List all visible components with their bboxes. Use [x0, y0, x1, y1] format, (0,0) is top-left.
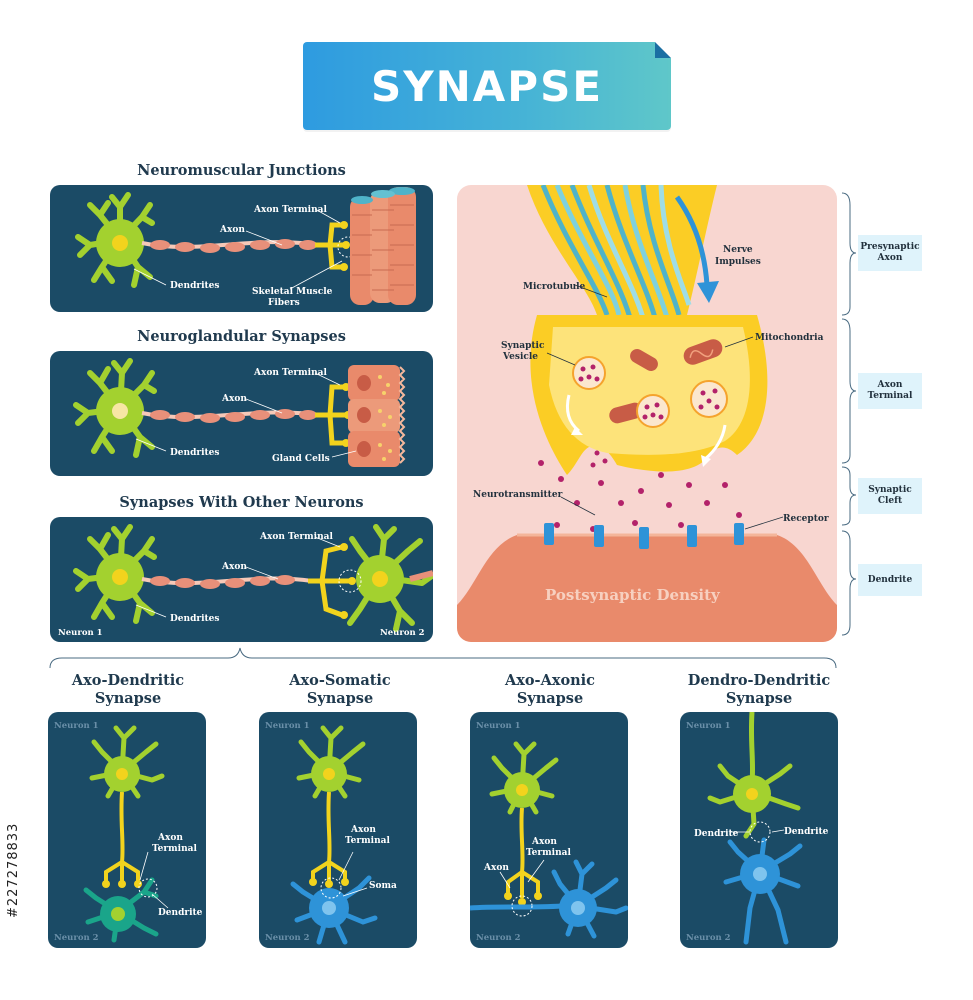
label-neuron-2: Neuron 2	[686, 933, 731, 943]
axon-icon	[141, 409, 321, 423]
label-terminal: Terminal	[152, 844, 197, 854]
axon-terminal-icon	[308, 543, 362, 619]
neuron-2-icon	[723, 837, 803, 945]
mitochondria-icon	[609, 339, 723, 424]
neuron-2-icon	[290, 875, 378, 945]
stock-id: #227278833	[6, 822, 21, 918]
label-impulses: Impulses	[715, 257, 761, 267]
neuron-1-icon	[73, 358, 157, 458]
tag-dendrite: Dendrite	[858, 564, 922, 596]
label-neurotransmitter: Neurotransmitter	[473, 490, 563, 500]
label-synaptic: Synaptic	[501, 341, 545, 351]
label-axon-terminal: Axon Terminal	[259, 532, 333, 542]
axo-axonic-panel: Axon Terminal Axon Neuron 1 Neuron 2	[470, 712, 628, 948]
label-axon: Axon	[221, 562, 247, 572]
label-mitochondria: Mitochondria	[755, 333, 824, 343]
label-neuron-1: Neuron 1	[54, 721, 99, 731]
synapse-detail-panel: Nerve Impulses Microtubule Mitochondria …	[457, 185, 837, 642]
neuron-2-icon	[470, 859, 628, 939]
label-dendrite-2: Dendrite	[784, 827, 829, 837]
title-banner: SYNAPSE	[303, 42, 671, 130]
label-axon-terminal: Axon Terminal	[253, 205, 327, 215]
neuroglandular-panel: Axon Terminal Axon Dendrites Gland Cells	[50, 351, 433, 476]
label-dendrite-1: Dendrite	[694, 829, 739, 839]
nerve-impulse-arrow-icon	[674, 195, 719, 303]
label-skeletal-muscle: Skeletal Muscle	[252, 287, 333, 297]
label-axon-2: Axon	[483, 863, 509, 873]
muscle-fibers-icon	[350, 187, 416, 305]
label-neuron-1: Neuron 1	[476, 721, 521, 731]
label-receptor: Receptor	[783, 514, 829, 524]
axon-terminal-icon	[315, 383, 352, 447]
axo-somatic-panel: Axon Terminal Soma Neuron 1 Neuron 2	[259, 712, 417, 948]
banner-fold	[655, 42, 671, 58]
label-fibers: Fibers	[268, 298, 300, 308]
label-neuron-1: Neuron 1	[265, 721, 310, 731]
neuron-1-icon	[75, 192, 155, 288]
neuron-1-icon	[707, 712, 801, 839]
neuron-1-icon	[296, 725, 366, 888]
presynaptic-axon-icon	[527, 185, 717, 326]
neuron-1-icon	[73, 524, 157, 624]
label-postsynaptic-density: Postsynaptic Density	[545, 586, 721, 604]
neuromuscular-title: Neuromuscular Junctions	[137, 162, 346, 179]
axon-icon	[141, 575, 313, 589]
label-dendrites: Dendrites	[170, 448, 219, 458]
neuroglandular-title: Neuroglandular Synapses	[137, 328, 346, 345]
label-microtubule: Microtubule	[523, 282, 586, 292]
label-dendrite: Dendrite	[158, 908, 203, 918]
label-axon: Axon	[531, 837, 557, 847]
axon-terminal-icon	[315, 221, 359, 271]
gland-cells-icon	[348, 365, 406, 467]
side-brackets	[841, 192, 857, 636]
label-axon-terminal: Axon Terminal	[253, 368, 327, 378]
types-bracket	[49, 647, 837, 669]
receptor-icon	[544, 523, 744, 549]
label-axon: Axon	[157, 833, 183, 843]
label-nerve: Nerve	[723, 245, 753, 255]
label-axon: Axon	[219, 225, 245, 235]
synaptic-vesicle-icon	[565, 356, 728, 468]
dendro-dendritic-panel: Dendrite Dendrite Neuron 1 Neuron 2	[680, 712, 838, 948]
page-title: SYNAPSE	[370, 61, 604, 111]
neuron-1-icon	[489, 741, 559, 906]
label-soma: Soma	[369, 881, 397, 891]
neuron-1-icon	[89, 725, 165, 888]
neuromuscular-panel: Axon Terminal Axon Dendrites Skeletal Mu…	[50, 185, 433, 312]
label-gland-cells: Gland Cells	[272, 454, 330, 464]
label-neuron-1: Neuron 1	[686, 721, 731, 731]
axon-icon	[141, 239, 321, 253]
label-neuron-1: Neuron 1	[58, 628, 103, 638]
label-terminal: Terminal	[345, 836, 390, 846]
label-vesicle: Vesicle	[502, 352, 538, 362]
label-axon: Axon	[221, 394, 247, 404]
neuron-2-icon	[83, 877, 159, 943]
other-neurons-title: Synapses With Other Neurons	[119, 494, 364, 511]
label-neuron-2: Neuron 2	[380, 628, 425, 638]
other-neurons-panel: Axon Terminal Axon Dendrites Neuron 1 Ne…	[50, 517, 433, 642]
neuron-2-icon	[347, 524, 433, 632]
label-neuron-2: Neuron 2	[265, 933, 310, 943]
label-neuron-2: Neuron 2	[54, 933, 99, 943]
label-neuron-2: Neuron 2	[476, 933, 521, 943]
label-axon: Axon	[350, 825, 376, 835]
axo-dendritic-panel: Axon Terminal Dendrite Neuron 1 Neuron 2	[48, 712, 206, 948]
label-terminal: Terminal	[526, 848, 571, 858]
label-dendrites: Dendrites	[170, 281, 219, 291]
neurotransmitter-icon	[538, 460, 742, 532]
label-dendrites: Dendrites	[170, 614, 219, 624]
